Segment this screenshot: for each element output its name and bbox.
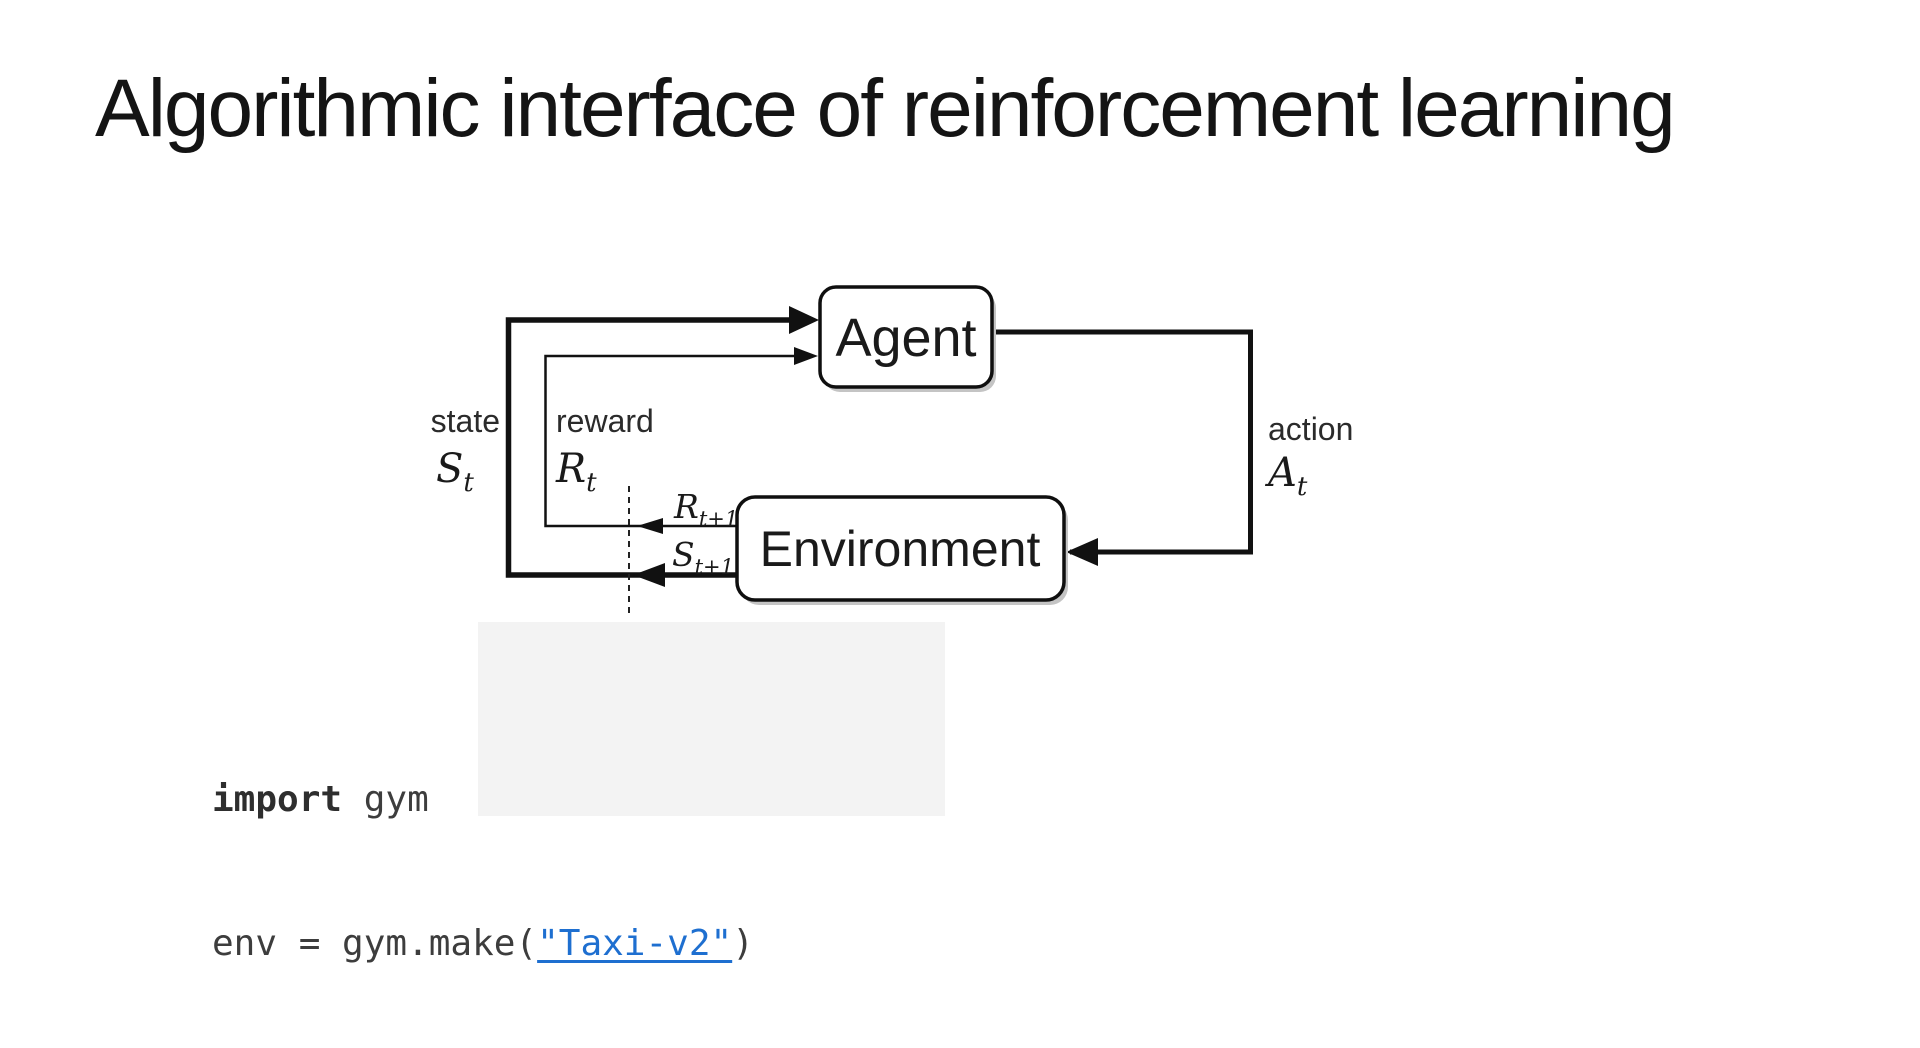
state-line (505, 317, 792, 578)
action-word-label: action (1268, 411, 1353, 447)
next-reward-arrowhead-icon (637, 518, 663, 534)
reward-symbol: Rt (555, 446, 597, 498)
next-reward-symbol: Rt+1 (673, 487, 738, 531)
code-block: import gym env = gym.make("Taxi-v2") obs… (212, 680, 1382, 1048)
reward-arrowhead-icon (794, 347, 818, 365)
slide-title: Algorithmic interface of reinforcement l… (95, 63, 1676, 154)
code-token: import (212, 779, 343, 820)
reward-word-label: reward (556, 403, 654, 439)
environment-label: Environment (760, 521, 1041, 577)
next-state-symbol: St+1 (672, 535, 734, 579)
agent-label: Agent (835, 308, 976, 368)
action-line (992, 329, 1253, 555)
code-token: ) (732, 923, 754, 964)
action-symbol: At (1264, 450, 1308, 502)
code-token: gym (342, 779, 429, 820)
state-symbol: St (436, 446, 474, 498)
action-arrowhead-icon (1066, 538, 1098, 566)
environment-box (735, 495, 1066, 602)
code-line: import gym (212, 776, 1382, 824)
next-state-arrowhead-icon (633, 563, 665, 587)
state-word-label: state (431, 403, 500, 439)
code-line: env = gym.make("Taxi-v2") (212, 920, 1382, 968)
code-token: env = gym.make( (212, 923, 538, 964)
taxi-v2-link[interactable]: "Taxi-v2" (537, 923, 733, 964)
agent-box (818, 285, 994, 389)
code-background-artifact (478, 622, 945, 816)
state-arrowhead-icon (789, 306, 819, 334)
